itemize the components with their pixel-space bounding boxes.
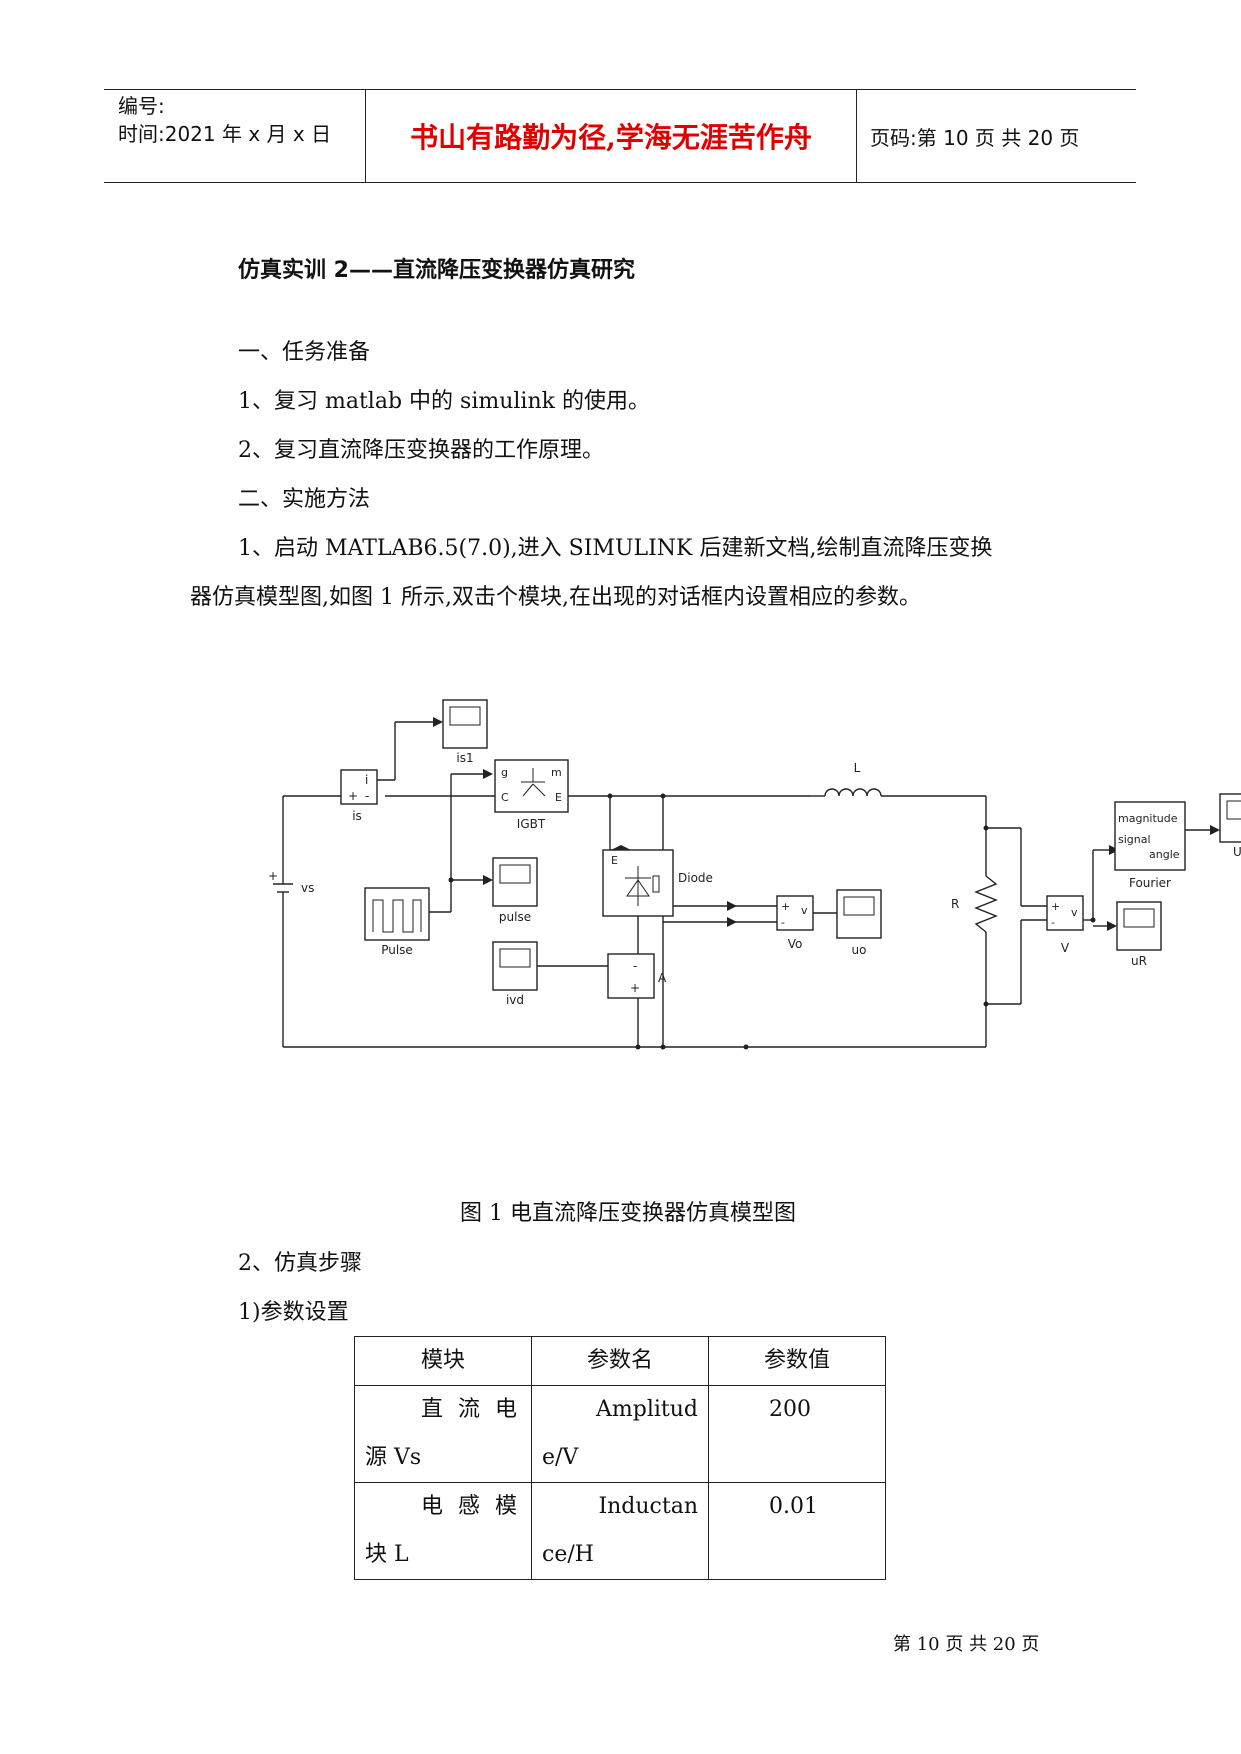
- fourier-angle: angle: [1149, 848, 1180, 861]
- time-label: 时间:2021 年 x 月 x 日: [118, 122, 332, 146]
- table-header-cell: 参数值: [708, 1336, 886, 1386]
- dc-source-vs[interactable]: [273, 863, 293, 918]
- igbt-e: E: [555, 791, 562, 804]
- fourier-block[interactable]: [1114, 801, 1186, 871]
- table-cell-module: 直 流 电 源 Vs: [354, 1385, 532, 1483]
- page-header: 编号: 时间:2021 年 x 月 x 日 书山有路勤为径,学海无涯苦作舟 页码…: [104, 89, 1136, 183]
- figure-caption: 图 1 电直流降压变换器仿真模型图: [460, 1201, 796, 1226]
- header-meta: 编号: 时间:2021 年 x 月 x 日: [104, 90, 366, 182]
- section-2-item-2: 2、仿真步骤: [238, 1251, 362, 1276]
- diode-block[interactable]: [602, 849, 674, 917]
- module-line2: 源 Vs: [365, 1445, 422, 1470]
- section-1-item-1: 1、复习 matlab 中的 simulink 的使用。: [238, 389, 650, 414]
- header-motto: 书山有路勤为径,学海无涯苦作舟: [366, 90, 857, 182]
- param-line2: ce/H: [542, 1542, 594, 1567]
- section-2-item-1-line2: 器仿真模型图,如图 1 所示,双击个模块,在出现的对话框内设置相应的参数。: [190, 585, 921, 610]
- module-line2: 块 L: [365, 1542, 409, 1567]
- label-ivd: ivd: [506, 993, 524, 1007]
- label-pulse-generator: Pulse: [381, 943, 413, 957]
- label-Vo: Vo: [788, 937, 803, 951]
- scope-pulse[interactable]: [492, 857, 538, 907]
- label-diode: Diode: [678, 871, 713, 885]
- table-header-row: 模块 参数名 参数值: [354, 1336, 886, 1386]
- A-minus: -: [633, 959, 637, 973]
- is-i: i: [365, 773, 368, 787]
- label-uR: uR: [1131, 954, 1147, 968]
- table-header-cell: 参数名: [531, 1336, 709, 1386]
- scope-ivd[interactable]: [492, 941, 538, 991]
- current-measurement-is[interactable]: [340, 769, 378, 805]
- diode-e: E: [611, 854, 618, 867]
- param-line1: Inductan: [598, 1494, 698, 1519]
- label-fourier: Fourier: [1129, 876, 1171, 890]
- table-header-cell: 模块: [354, 1336, 532, 1386]
- table-cell-value: 200: [708, 1385, 886, 1483]
- vs-plus: +: [268, 869, 278, 883]
- section-2-item-1-line1: 1、启动 MATLAB6.5(7.0),进入 SIMULINK 后建新文档,绘制…: [238, 536, 993, 561]
- scope-U[interactable]: [1219, 793, 1241, 843]
- table-row: 直 流 电 源 Vs Amplitud e/V 200: [354, 1385, 886, 1483]
- igbt-g: g: [501, 766, 508, 779]
- page-footer: 第 10 页 共 20 页: [893, 1634, 1040, 1655]
- scope-is1[interactable]: [442, 699, 488, 749]
- label-R: R: [951, 897, 959, 911]
- voltage-measurement-V[interactable]: [1046, 895, 1084, 931]
- V-minus: -: [1051, 916, 1055, 929]
- table-cell-param: Amplitud e/V: [531, 1385, 709, 1483]
- voltage-measurement-Vo[interactable]: [776, 895, 814, 931]
- igbt-c: C: [501, 791, 509, 804]
- igbt-block[interactable]: [494, 759, 569, 813]
- scope-uo[interactable]: [836, 889, 882, 939]
- fourier-magnitude: magnitude: [1118, 812, 1178, 825]
- module-line1: 直 流 电: [421, 1397, 521, 1422]
- param-line1: Amplitud: [596, 1397, 698, 1422]
- module-line1: 电 感 模: [421, 1494, 521, 1519]
- label-A: A: [658, 971, 667, 985]
- table-cell-param: Inductan ce/H: [531, 1482, 709, 1580]
- Vo-minus: -: [781, 916, 785, 929]
- igbt-m: m: [551, 766, 562, 779]
- A-plus: +: [630, 981, 640, 995]
- label-uo: uo: [852, 943, 867, 957]
- label-pulse-scope: pulse: [499, 910, 531, 924]
- parameter-table: 模块 参数名 参数值 直 流 电 源 Vs Amplitud e/V 200 电…: [354, 1336, 886, 1580]
- table-cell-module: 电 感 模 块 L: [354, 1482, 532, 1580]
- fourier-signal: signal: [1118, 833, 1151, 846]
- resistor-R[interactable]: [974, 864, 998, 940]
- scope-uR[interactable]: [1116, 901, 1162, 951]
- label-igbt: IGBT: [517, 817, 546, 831]
- simulink-model-diagram: is1 + i - is g m C E IGBT L + vs Pulse: [268, 699, 1241, 1050]
- label-U: U: [1233, 845, 1241, 859]
- current-measurement-A[interactable]: [607, 953, 655, 999]
- label-vs: vs: [301, 881, 314, 895]
- section-1-item-2: 2、复习直流降压变换器的工作原理。: [238, 438, 604, 463]
- doc-title: 仿真实训 2——直流降压变换器仿真研究: [238, 258, 635, 283]
- Vo-plus: +: [781, 900, 790, 913]
- is-plus: +: [348, 789, 358, 803]
- section-2-item-2-1: 1)参数设置: [238, 1300, 349, 1325]
- label-V: V: [1061, 941, 1070, 955]
- V-plus: +: [1051, 900, 1060, 913]
- Vo-v: v: [801, 904, 808, 917]
- label-is1: is1: [456, 751, 473, 765]
- number-label: 编号:: [118, 94, 165, 118]
- table-cell-value: 0.01: [708, 1482, 886, 1580]
- section-1-heading: 一、任务准备: [238, 340, 371, 365]
- is-minus: -: [365, 789, 369, 803]
- label-L: L: [854, 761, 861, 775]
- section-2-heading: 二、实施方法: [238, 487, 371, 512]
- pulse-generator[interactable]: [364, 887, 430, 941]
- V-v: v: [1071, 906, 1078, 919]
- param-line2: e/V: [542, 1445, 579, 1470]
- header-page-label: 页码:第 10 页 共 20 页: [870, 125, 1080, 150]
- table-row: 电 感 模 块 L Inductan ce/H 0.01: [354, 1482, 886, 1580]
- inductor-L[interactable]: [810, 788, 905, 797]
- label-is: is: [352, 809, 362, 823]
